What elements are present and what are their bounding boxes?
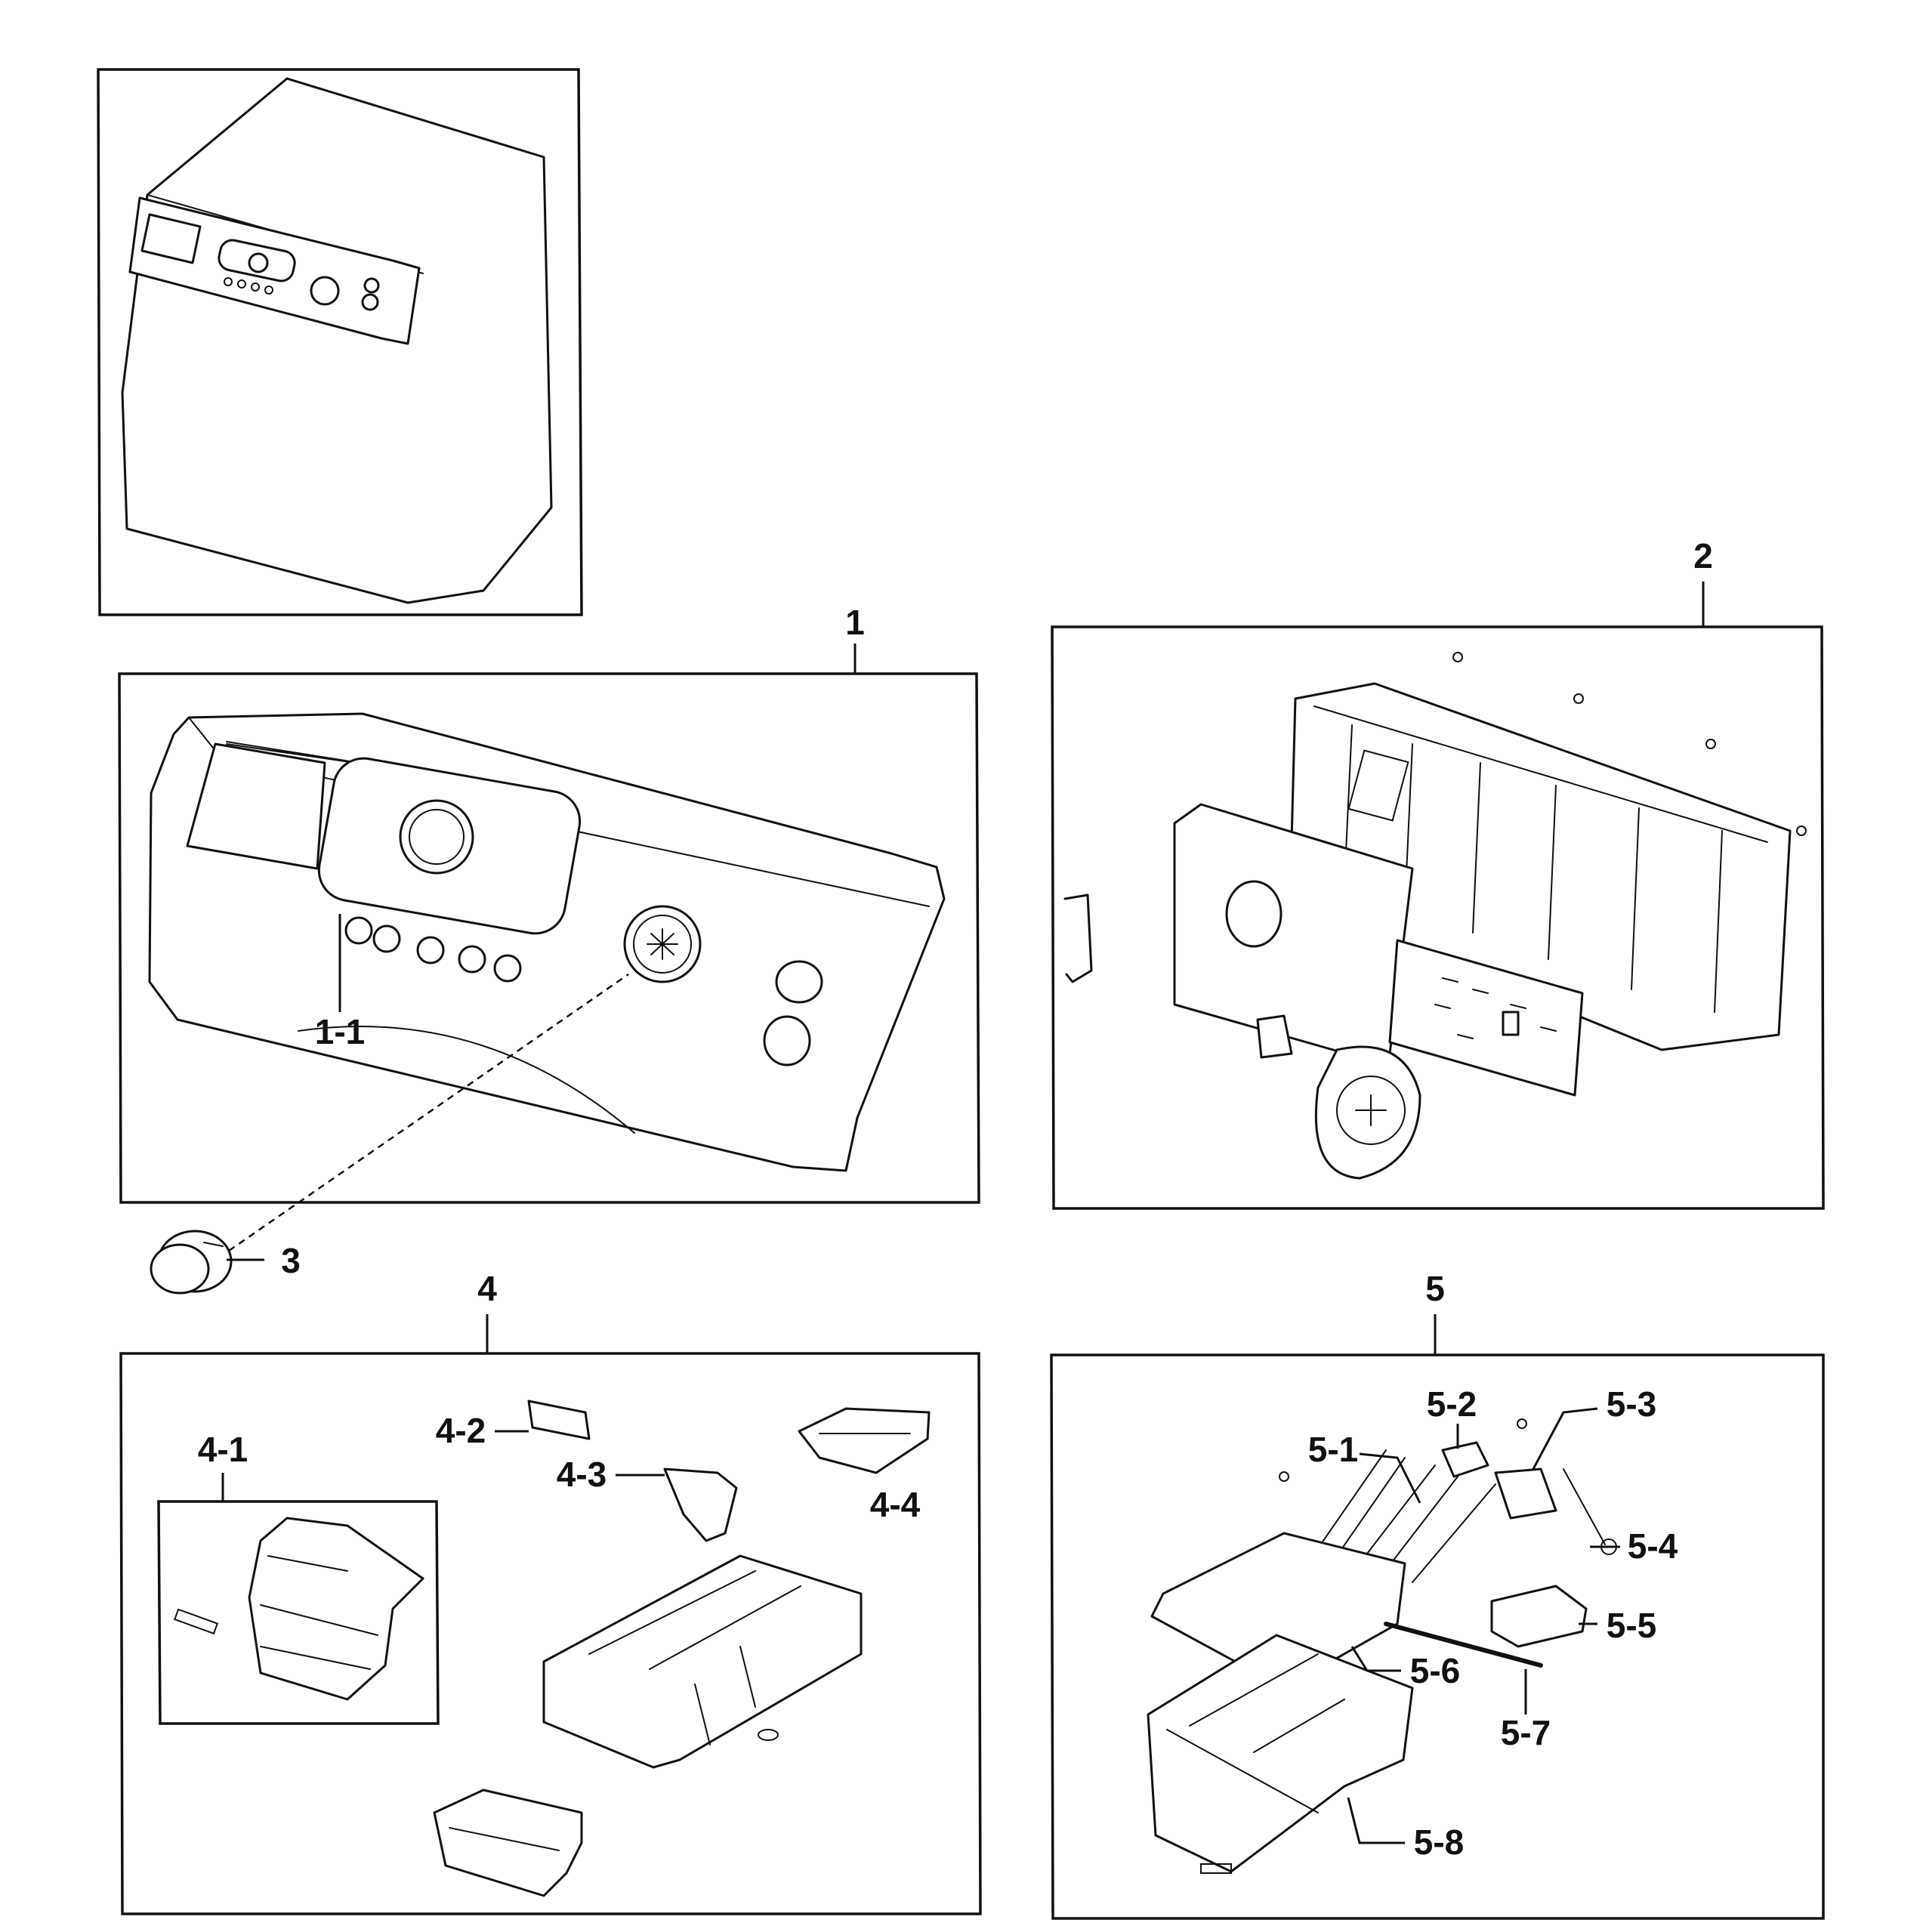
part-5-dispenser-assembly-group: 5 5-1 5-2 5-3 xyxy=(1050,1269,1825,1920)
clip-center xyxy=(1256,1014,1293,1059)
callout-5-7: 5-7 xyxy=(1501,1713,1551,1752)
part-2-pcb-assembly-group: 2 xyxy=(1051,536,1825,1210)
valve-assembly-illustration xyxy=(1279,1418,1617,1583)
callout-4-4: 4-4 xyxy=(870,1485,921,1524)
encoder-ring xyxy=(1314,1045,1421,1180)
part-4-frame xyxy=(119,1352,982,1915)
callout-5-5: 5-5 xyxy=(1607,1606,1656,1645)
callout-5-6: 5-6 xyxy=(1410,1651,1460,1690)
pcb-assembly-illustration xyxy=(1063,652,1807,1180)
circuit-board xyxy=(1388,939,1584,1097)
leader-5-8 xyxy=(1347,1797,1405,1844)
part-1-frame xyxy=(118,672,980,1204)
callout-1: 1 xyxy=(845,603,865,642)
drawer-body-illustration xyxy=(542,1554,863,1769)
knob-alignment-dotted-line xyxy=(218,973,629,1259)
part-4-3-illustration xyxy=(663,1468,738,1542)
callout-4-1: 4-1 xyxy=(198,1430,248,1469)
part-3-knob-group: 3 xyxy=(150,973,629,1295)
leader-5-1 xyxy=(1359,1452,1421,1504)
dispenser-housing-illustration xyxy=(1147,1634,1414,1874)
callout-4-2: 4-2 xyxy=(436,1411,486,1450)
callout-5-1: 5-1 xyxy=(1308,1430,1358,1469)
drawer-handle-illustration xyxy=(174,1517,424,1701)
part-4-detergent-drawer-group: 4 4-1 4-2 4-3 4-4 xyxy=(119,1269,982,1915)
part-4-4-illustration xyxy=(798,1407,931,1474)
callout-4-3: 4-3 xyxy=(557,1455,607,1494)
part-4-1-frame xyxy=(157,1500,440,1725)
callout-2: 2 xyxy=(1693,536,1713,576)
part-5-frame xyxy=(1050,1353,1825,1920)
knob-illustration xyxy=(150,1230,233,1295)
clip-left xyxy=(1063,893,1093,983)
part-5-7-rod-illustration xyxy=(1384,1622,1543,1668)
leader-5-3 xyxy=(1532,1407,1598,1470)
drawer-cap-illustration xyxy=(433,1788,583,1897)
callout-5-4: 5-4 xyxy=(1628,1526,1678,1566)
program-selector-ring xyxy=(399,799,474,875)
part-5-5-illustration xyxy=(1490,1585,1588,1648)
callout-5-8: 5-8 xyxy=(1414,1822,1464,1862)
leader-5-6 xyxy=(1350,1646,1401,1672)
overview-frame xyxy=(97,68,583,616)
callout-5-2: 5-2 xyxy=(1427,1384,1477,1424)
dispenser-cover-illustration xyxy=(1150,1532,1406,1690)
detergent-drawer-opening xyxy=(186,742,326,870)
control-panel-illustration xyxy=(148,712,946,1172)
callout-1-1: 1-1 xyxy=(315,1012,365,1051)
washer-cabinet-illustration xyxy=(121,77,553,604)
overview-panel xyxy=(97,68,583,616)
callout-3: 3 xyxy=(281,1241,301,1280)
callout-5-3: 5-3 xyxy=(1607,1384,1656,1424)
callout-5: 5 xyxy=(1425,1269,1445,1308)
callout-4: 4 xyxy=(477,1269,497,1308)
part-1-control-panel-group: 1 1-1 xyxy=(118,603,980,1204)
part-4-2-illustration xyxy=(527,1400,591,1440)
part-2-frame xyxy=(1051,625,1825,1210)
